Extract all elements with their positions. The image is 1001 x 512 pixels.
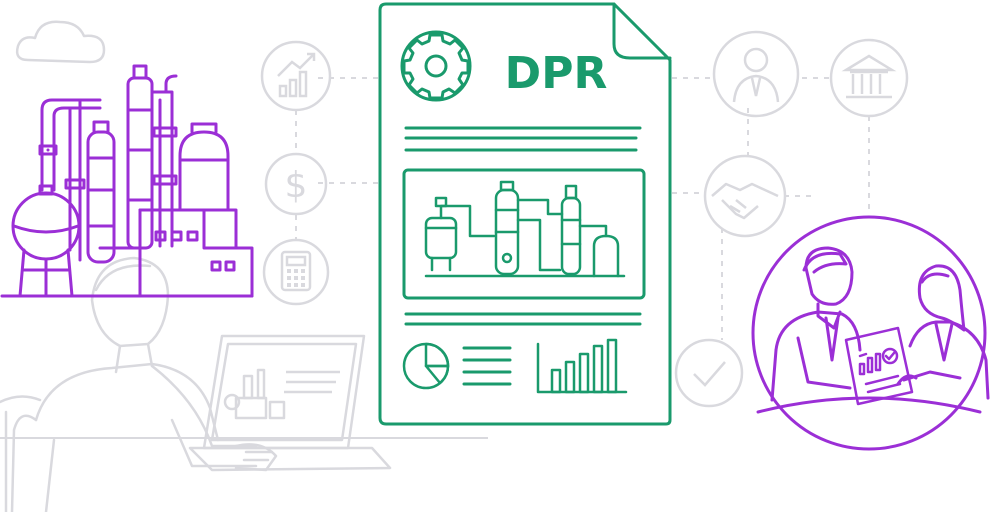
person-arm	[150, 364, 258, 448]
pie-chart-icon	[402, 342, 450, 390]
dpr-document	[378, 2, 672, 426]
meeting-illustration	[751, 215, 990, 451]
growth-chart-icon	[260, 40, 332, 112]
woman-torso	[908, 320, 990, 400]
meeting-circle	[751, 215, 987, 451]
bar-chart-icon	[536, 338, 628, 394]
man-torso	[774, 310, 862, 352]
connector-lines	[295, 77, 870, 340]
dollar-icon: $	[264, 152, 328, 216]
factory-building	[138, 208, 254, 298]
document-title: DPR	[505, 48, 608, 99]
process-diagram-frame	[402, 168, 646, 300]
document-page	[378, 2, 672, 426]
report-sheet	[844, 326, 914, 406]
factory-illustration	[0, 64, 254, 298]
bank-icon	[829, 38, 909, 118]
person-icon	[712, 30, 800, 118]
laptop-base	[188, 446, 392, 472]
process-diagram	[424, 180, 626, 278]
distillation-column-1	[86, 130, 116, 264]
gear-icon	[400, 30, 472, 102]
person-torso	[34, 362, 220, 442]
handshake-icon	[703, 154, 787, 238]
person-head	[90, 256, 170, 348]
checkmark-icon	[674, 338, 744, 408]
person-with-laptop	[0, 256, 278, 512]
laptop	[188, 334, 392, 472]
man-head	[804, 246, 854, 306]
document-fold	[612, 2, 672, 60]
svg-text:$: $	[285, 165, 308, 206]
woman-head	[917, 264, 966, 332]
calculator-icon	[262, 238, 330, 306]
cloud-icon	[15, 20, 106, 64]
storage-tank	[178, 130, 230, 212]
